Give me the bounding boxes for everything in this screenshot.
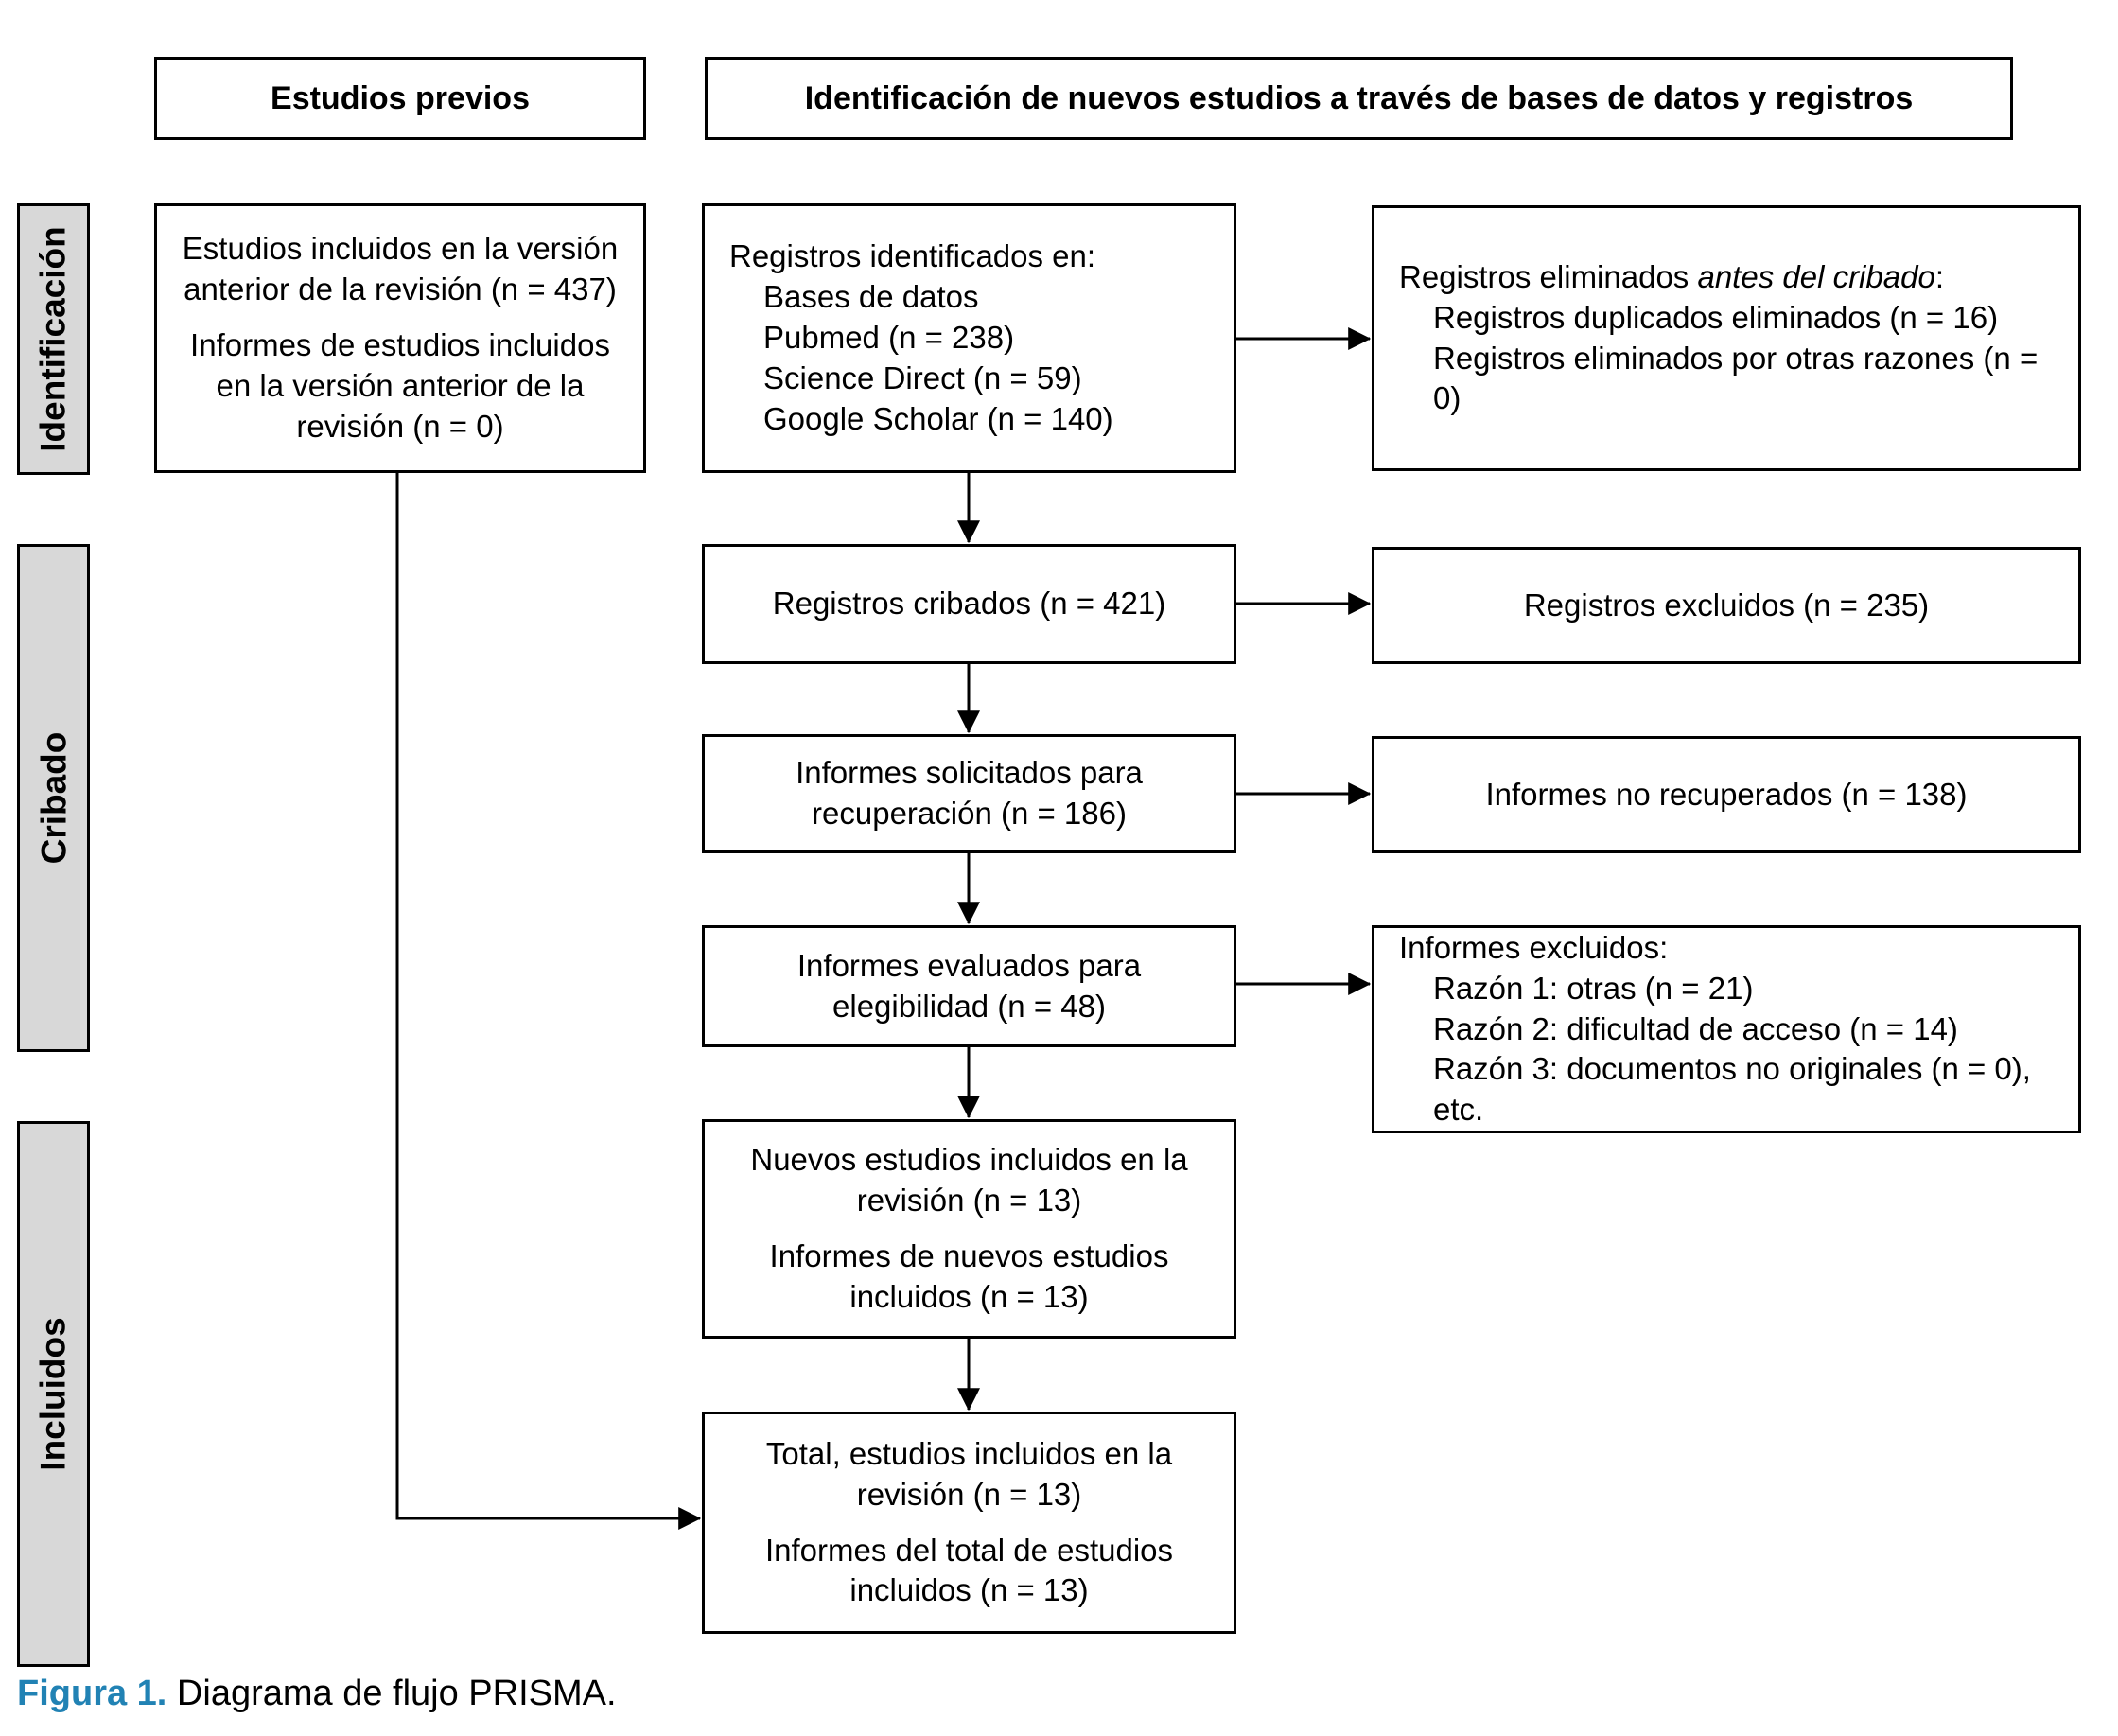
records-removed-title: Registros eliminados antes del cribado: xyxy=(1399,257,1944,298)
records-identified-item: Science Direct (n = 59) xyxy=(763,359,1082,395)
box-records-screened: Registros cribados (n = 421) xyxy=(702,544,1236,664)
box-reports-assessed: Informes evaluados para elegibilidad (n … xyxy=(702,925,1236,1047)
previous-studies-line-1: Estudios incluidos en la versión anterio… xyxy=(182,231,619,307)
box-reports-sought: Informes solicitados para recuperación (… xyxy=(702,734,1236,853)
stage-screening-label: Cribado xyxy=(34,731,73,865)
stage-bar-included: Incluidos xyxy=(17,1121,90,1667)
box-new-studies-included: Nuevos estudios incluidos en la revisión… xyxy=(702,1119,1236,1339)
new-studies-line-2: Informes de nuevos estudios incluidos (n… xyxy=(769,1238,1169,1314)
header-identification-new-studies-label: Identificación de nuevos estudios a trav… xyxy=(804,79,1914,116)
records-identified-item: Pubmed (n = 238) xyxy=(763,320,1015,356)
records-excluded-label: Registros excluidos (n = 235) xyxy=(1523,587,1930,623)
total-studies-line-2: Informes del total de estudios incluidos… xyxy=(764,1532,1174,1608)
reports-excluded-reason: Razón 2: dificultad de acceso (n = 14) xyxy=(1433,1010,1958,1046)
box-records-removed-before-screening: Registros eliminados antes del cribado: … xyxy=(1372,205,2081,471)
stage-bar-identification: Identificación xyxy=(17,203,90,475)
figure-caption-text: Diagrama de flujo PRISMA. xyxy=(166,1674,617,1713)
records-removed-title-suffix: : xyxy=(1934,258,1944,294)
records-identified-item: Bases de datos xyxy=(763,279,979,315)
reports-assessed-label: Informes evaluados para elegibilidad (n … xyxy=(796,947,1142,1024)
header-previous-studies: Estudios previos xyxy=(154,57,646,140)
records-removed-item: Registros duplicados eliminados (n = 16) xyxy=(1433,299,1999,335)
stage-included-label: Incluidos xyxy=(34,1317,73,1471)
box-records-identified: Registros identificados en: Bases de dat… xyxy=(702,203,1236,473)
stage-bar-screening: Cribado xyxy=(17,544,90,1052)
box-reports-not-retrieved: Informes no recuperados (n = 138) xyxy=(1372,736,2081,853)
arrow-previous-to-total xyxy=(395,472,702,1530)
reports-excluded-reason: Razón 1: otras (n = 21) xyxy=(1433,970,1754,1006)
total-studies-line-1: Total, estudios incluidos en la revisión… xyxy=(765,1435,1173,1512)
figure-caption-label: Figura 1. xyxy=(17,1674,167,1713)
reports-excluded-reason: Razón 3: documentos no originales (n = 0… xyxy=(1433,1051,2031,1128)
figure-caption: Figura 1. Diagrama de flujo PRISMA. xyxy=(17,1673,617,1716)
box-records-excluded: Registros excluidos (n = 235) xyxy=(1372,547,2081,664)
records-screened-label: Registros cribados (n = 421) xyxy=(772,586,1166,622)
reports-excluded-title: Informes excluidos: xyxy=(1399,929,1669,965)
stage-identification-label: Identificación xyxy=(34,226,74,452)
records-removed-title-italic: antes del cribado xyxy=(1697,258,1935,294)
box-reports-excluded: Informes excluidos: Razón 1: otras (n = … xyxy=(1372,925,2081,1133)
records-identified-item: Google Scholar (n = 140) xyxy=(763,400,1113,436)
header-previous-studies-label: Estudios previos xyxy=(271,79,530,116)
reports-sought-label: Informes solicitados para recuperación (… xyxy=(796,755,1143,831)
records-removed-title-prefix: Registros eliminados xyxy=(1399,258,1698,294)
records-identified-title: Registros identificados en: xyxy=(729,238,1096,274)
new-studies-line-1: Nuevos estudios incluidos en la revisión… xyxy=(750,1142,1188,1219)
reports-not-retrieved-label: Informes no recuperados (n = 138) xyxy=(1485,776,1968,812)
previous-studies-line-2: Informes de estudios incluidos en la ver… xyxy=(190,327,610,444)
box-total-studies-included: Total, estudios incluidos en la revisión… xyxy=(702,1412,1236,1634)
header-identification-new-studies: Identificación de nuevos estudios a trav… xyxy=(705,57,2013,140)
records-removed-item: Registros eliminados por otras razones (… xyxy=(1433,340,2039,416)
box-previous-version-studies: Estudios incluidos en la versión anterio… xyxy=(154,203,646,473)
